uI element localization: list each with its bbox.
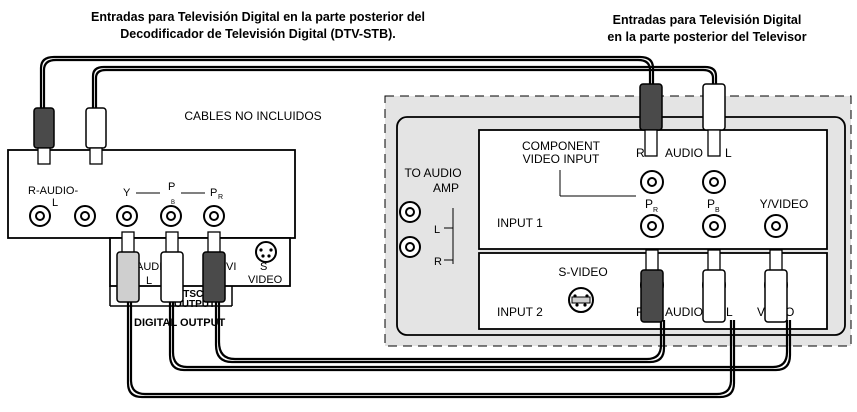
header-left-line2: Decodificador de Televisión Digital (DTV…	[120, 27, 396, 41]
stb-output-label: OUTPUT	[174, 299, 215, 310]
plug-stb-bottom-r	[116, 231, 140, 303]
tv-to-audio-amp-2: AMP	[433, 181, 459, 195]
plug-tv-bottom-l	[702, 249, 726, 323]
tv-input1-r-label: R	[636, 146, 645, 160]
cables-note: CABLES NO INCLUIDOS	[184, 109, 321, 123]
tv-y-video-label: Y/VIDEO	[760, 197, 809, 211]
tv-component-line1: COMPONENT	[522, 139, 601, 153]
tv-input1-audio-label: AUDIO	[665, 146, 703, 160]
tv-input1-jacks	[640, 170, 788, 238]
stb-vi-label: VI	[226, 261, 236, 273]
plug-tv-bottom-video	[764, 249, 788, 323]
plug-stb-audio-r	[33, 107, 55, 165]
stb-audio-label: AUDI	[136, 261, 162, 273]
tv-pb-sub: B	[715, 207, 720, 214]
stb-pb-sub: B	[171, 200, 175, 206]
stb-ntsc-label: NTSC	[176, 289, 203, 300]
stb-pr-label: P	[210, 187, 217, 199]
stb-audio-l-label: L	[146, 275, 152, 287]
plug-tv-audio-r	[639, 83, 663, 157]
stb-p-label: P	[168, 181, 175, 193]
tv-svideo-label: S-VIDEO	[558, 265, 607, 279]
stb-s-label: S	[260, 261, 267, 273]
tv-input1-l-label: L	[725, 146, 732, 160]
stb-digital-output-label: DIGITAL OUTPUT	[134, 317, 226, 329]
plug-stb-bottom-l	[160, 231, 184, 303]
plug-tv-bottom-r	[640, 249, 664, 323]
plug-tv-audio-l	[702, 83, 726, 157]
tv-amp-jacks	[399, 201, 421, 258]
header-right-line1: Entradas para Televisión Digital	[613, 13, 802, 27]
tv-input1-label: INPUT 1	[497, 216, 543, 230]
cable-audio-r-bottom	[126, 300, 736, 399]
tv-input2-label: INPUT 2	[497, 305, 543, 319]
tv-pr-label: P	[645, 197, 653, 211]
header-right-line2: en la parte posterior del Televisor	[607, 30, 806, 44]
tv-amp-r-label: R	[434, 256, 442, 268]
tv-pr-sub: R	[653, 207, 658, 214]
tv-to-audio-amp-1: TO AUDIO	[404, 166, 461, 180]
header-left-line1: Entradas para Televisión Digital en la p…	[91, 10, 425, 24]
tv-component-line2: VIDEO INPUT	[523, 152, 600, 166]
cable-audio-l-bottom	[168, 300, 792, 372]
stb-l-label: L	[52, 197, 58, 209]
tv-amp-l-label: L	[434, 224, 440, 236]
stb-pr-sub: R	[218, 194, 223, 201]
stb-r-audio-label: R-AUDIO-	[28, 185, 78, 197]
stb-jacks	[29, 205, 225, 227]
stb-svideo-jack	[255, 241, 277, 263]
plug-stb-bottom-video	[202, 231, 226, 303]
stb-back-panel	[7, 149, 296, 307]
cable-video-bottom	[214, 300, 666, 364]
stb-y-label: Y	[123, 187, 131, 199]
tv-input2-audio-label: AUDIO	[665, 305, 703, 319]
plug-stb-audio-l	[85, 107, 107, 165]
tv-pb-label: P	[707, 197, 715, 211]
stb-video-label: VIDEO	[248, 274, 283, 286]
tv-input2-l-label: L	[726, 305, 733, 319]
cables	[39, 55, 792, 399]
cable-audio-l-top	[94, 68, 715, 110]
tv-svideo-jack	[568, 287, 594, 313]
